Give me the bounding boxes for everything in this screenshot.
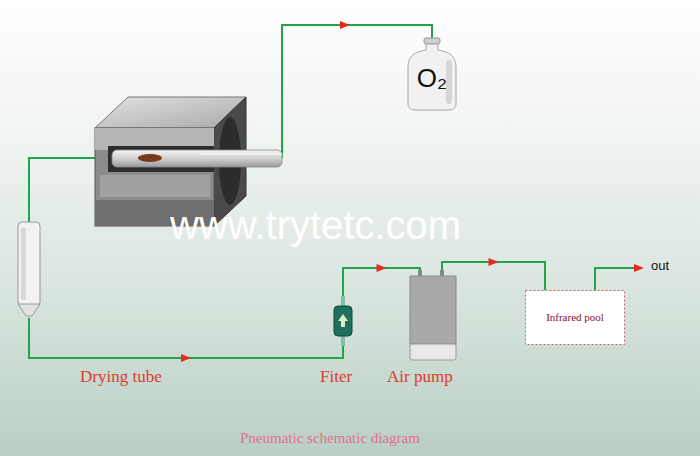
pump-base [410,344,456,360]
flow-arrow [181,354,191,362]
flow-arrow [340,21,350,29]
flow-arrow [634,264,644,272]
pump-body [410,276,456,344]
outlet-wire [595,268,640,290]
filter-arrow [338,314,348,327]
furnace-lower [100,175,210,197]
part-label: Drying tube [80,368,162,387]
gas-line [29,318,343,358]
filter: Fiter [334,296,352,346]
filter-body [334,306,352,336]
oxygen-cylinder: O₂ [408,38,456,110]
tube-highlight [200,153,282,155]
gas-connector [343,264,420,296]
cylinder-valve [424,38,440,44]
drying-tube-shade [21,228,26,300]
gas-line [343,268,420,296]
node-label: O₂ [408,38,456,93]
drying-tube-tip [18,304,40,316]
flow-arrow [377,264,387,272]
drying-tube: Drying tube [17,222,41,318]
gas-line [442,262,545,290]
drying-tube-body [18,222,40,306]
air-pump-outline [410,270,456,360]
sample-boat [138,154,162,162]
outlet-label: out [651,258,669,273]
part-label: Air pump [387,368,453,387]
caption: Pneumatic schematic diagram [240,430,420,447]
infrared-pool: Infrared pool [525,290,625,345]
watermark: www.trytetc.com [170,203,461,248]
node-label: Infrared pool [546,311,604,323]
filter-outline [334,296,352,346]
gas-wire [29,25,640,290]
gas-connector [442,258,545,290]
combustion-tube [112,150,282,167]
gas-connector [29,318,343,362]
flow-arrow [489,258,499,266]
part-label: Fiter [320,368,352,387]
infrared-cell-box [526,291,625,345]
air-pump: Air pump [410,270,456,360]
drying-tube-outline [17,222,41,318]
